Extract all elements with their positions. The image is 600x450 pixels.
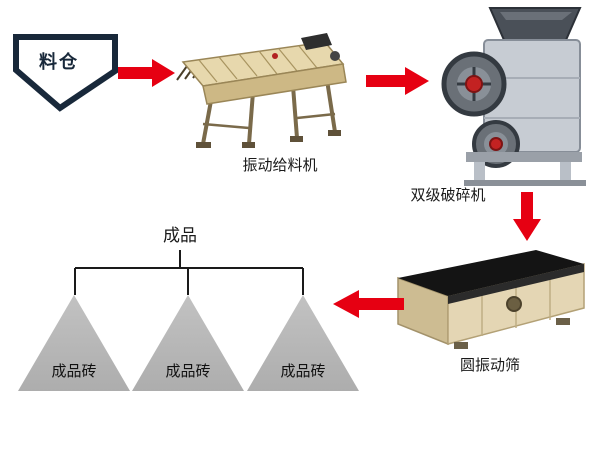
vibrating-feeder-image <box>176 33 347 148</box>
feeder-label: 振动给料机 <box>242 157 318 174</box>
screen-label: 圆振动筛 <box>459 357 520 374</box>
arrow-screen-to-products <box>332 289 404 319</box>
product-label-2: 成品砖 <box>165 363 211 380</box>
product-triangle-2: 成品砖 <box>132 295 244 391</box>
arrow-left-icon <box>333 290 404 318</box>
products-bracket <box>60 248 320 301</box>
arrow-crusher-to-screen <box>512 192 542 242</box>
vibrating-screen-image <box>397 250 585 349</box>
products-group-label: 成品 <box>163 226 197 245</box>
product-label-1: 成品砖 <box>51 363 97 380</box>
product-triangle-1: 成品砖 <box>18 295 130 391</box>
silo-label: 料仓 <box>39 52 79 72</box>
silo-node: 料仓 <box>10 28 122 116</box>
screen-node <box>396 246 588 352</box>
arrow-right-icon <box>118 59 175 87</box>
feeder-node <box>175 28 360 153</box>
arrow-right-icon <box>366 67 429 95</box>
bracket-lines <box>74 250 304 295</box>
arrow-silo-to-feeder <box>118 58 176 88</box>
crusher-label: 双级破碎机 <box>410 187 486 204</box>
crusher-image <box>441 7 586 186</box>
product-label-3: 成品砖 <box>280 363 326 380</box>
crusher-node <box>438 6 586 188</box>
silo-shape <box>13 34 118 112</box>
arrow-feeder-to-crusher <box>366 66 430 96</box>
arrow-down-icon <box>513 192 541 241</box>
